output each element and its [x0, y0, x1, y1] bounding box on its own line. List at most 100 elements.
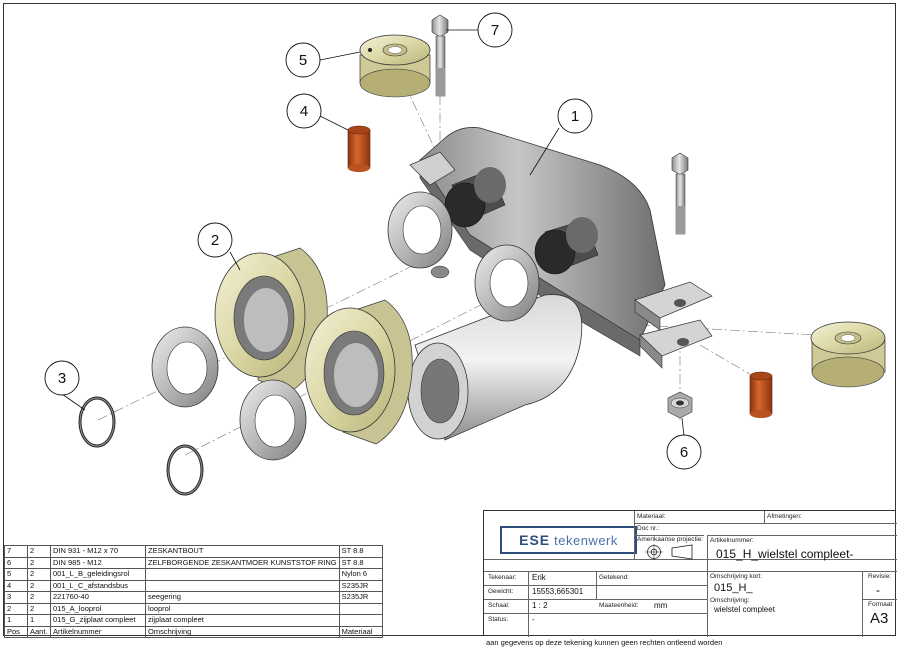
schaal-value: 1 : 2 [532, 601, 548, 610]
bolt-right [671, 152, 689, 235]
bom-cell: 015_A_looprol [50, 602, 146, 615]
revisie-label: Revisie: [868, 573, 892, 580]
bom-cell: Aant. [27, 625, 51, 638]
svg-text:2: 2 [211, 232, 219, 249]
tb-rule [862, 571, 863, 637]
bom-cell [145, 568, 340, 581]
artikelnummer-label: Artikelnummer: [710, 537, 754, 544]
bom-cell: 5 [4, 568, 28, 581]
projection-label: Amerikaanse projectie: [637, 536, 704, 543]
tb-rule [484, 571, 707, 572]
bom-cell: Nylon 6 [338, 568, 383, 581]
omschrijving-label: Omschrijving: [710, 597, 750, 604]
bom-cell: 7 [4, 545, 28, 558]
title-block: ESE tekenwerk Materiaal: Afmetingen: Doc… [483, 510, 897, 637]
svg-text:5: 5 [299, 52, 307, 69]
status-value: - [532, 615, 535, 624]
drawing-sheet-border [3, 3, 896, 636]
tekenaar-value: Erik [532, 573, 546, 582]
callout-2: 2 [197, 222, 233, 258]
bom-cell: 1 [27, 614, 51, 627]
maateenheid-value: mm [654, 601, 668, 610]
bom-cell: Omschrijving [145, 625, 340, 638]
leader-lines [61, 29, 685, 437]
materiaal-label: Materiaal: [637, 513, 666, 520]
bom-cell: 2 [27, 556, 51, 569]
tb-rule [484, 585, 707, 586]
bom-cell: looprol [145, 602, 340, 615]
maateenheid-label: Maateenheid: [599, 602, 639, 609]
getekend-label: Getekend: [599, 574, 629, 581]
bom-cell: S235JR [338, 579, 383, 592]
tb-rule [634, 523, 897, 524]
small-nut [430, 265, 450, 279]
bom-cell: ST 8.8 [338, 545, 383, 558]
callout-6: 6 [666, 434, 702, 470]
circlip-upper [78, 396, 116, 448]
tb-rule [707, 571, 897, 572]
svg-text:4: 4 [300, 103, 308, 120]
bom-cell: 2 [27, 568, 51, 581]
omschrijving-kort-label: Omschrijving kort: [710, 573, 763, 580]
svg-text:1: 1 [571, 108, 579, 125]
schaal-label: Schaal: [488, 602, 510, 609]
bom-cell: 2 [27, 579, 51, 592]
circlip-lower [166, 444, 204, 496]
omschrijving-value: wielstel compleet [714, 605, 775, 614]
bom-cell: 001_L_C_afstandsbus [50, 579, 146, 592]
washer-left-upper [151, 326, 219, 408]
bom-cell: DIN 931 - M12 x 70 [50, 545, 146, 558]
gewicht-label: Gewicht: [488, 588, 514, 595]
spacer-bush-right [749, 371, 773, 418]
company-logo: ESE tekenwerk [500, 526, 637, 554]
tb-rule [484, 613, 707, 614]
gewicht-value: 15553,665301 [532, 587, 584, 596]
bom-cell: 2 [27, 545, 51, 558]
spacer-cylinder [407, 294, 583, 441]
afmetingen-label: Afmetingen: [767, 513, 802, 520]
washer-left-lower [239, 379, 307, 461]
tb-rule [764, 511, 765, 523]
svg-text:7: 7 [491, 22, 499, 39]
callout-3: 3 [44, 360, 80, 396]
washer-middle [474, 244, 540, 322]
bom-cell: zijplaat compleet [145, 614, 340, 627]
bom-cell: seegering [145, 591, 340, 604]
roller-wheel-back [214, 247, 328, 393]
spacer-bush-top [347, 125, 371, 172]
logo-sub-text: tekenwerk [554, 532, 618, 548]
guide-roller-top [359, 34, 431, 98]
bom-cell: 001_L_B_geleidingsrol [50, 568, 146, 581]
projection-symbol-icon [645, 544, 693, 560]
washer-upper [387, 191, 453, 269]
bom-cell: DIN 985 - M12 [50, 556, 146, 569]
bom-cell [338, 614, 383, 627]
bom-cell: 221760-40 [50, 591, 146, 604]
doc-nr-label: Doc nr.: [637, 525, 660, 532]
omschrijving-kort-value: 015_H_ [714, 582, 753, 594]
tb-rule [707, 535, 708, 637]
bom-cell: Pos [4, 625, 28, 638]
status-label: Status: [488, 616, 509, 623]
tb-rule [484, 559, 897, 560]
formaat-value: A3 [870, 610, 889, 627]
bom-cell: 3 [4, 591, 28, 604]
bom-cell: 2 [27, 602, 51, 615]
bom-cell: Artikelnummer [50, 625, 146, 638]
axle-stubs [444, 167, 599, 275]
tekenaar-label: Tekenaar: [488, 574, 517, 581]
bom-cell: 4 [4, 579, 28, 592]
tb-rule [484, 599, 707, 600]
tb-rule [528, 571, 529, 637]
disclaimer-text: aan gegevens op deze tekening kunnen gee… [486, 638, 723, 647]
roller-wheel-front [304, 299, 413, 445]
lock-nut [667, 391, 693, 419]
tb-rule [596, 571, 597, 599]
